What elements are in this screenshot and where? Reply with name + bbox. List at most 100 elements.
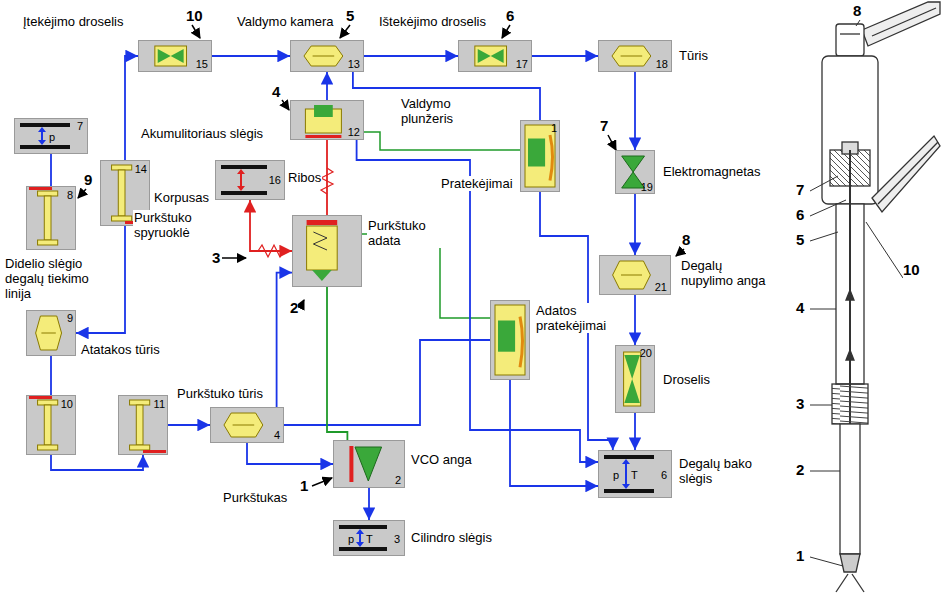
block-icon — [334, 441, 404, 487]
part-label: Korpusas — [153, 190, 210, 205]
part-label: Purkštuko spyruoklė — [133, 210, 231, 240]
block-number: 20 — [640, 347, 652, 359]
model-block: Adatos pratekėjimai — [490, 300, 530, 380]
flow-line — [364, 55, 458, 57]
part-label: Pratekėjimai — [440, 176, 514, 191]
flow-line — [247, 443, 333, 464]
part-label: Purkštuko tūris — [176, 386, 264, 401]
block-number: 14 — [135, 163, 147, 175]
model-block: 8 — [26, 186, 76, 250]
block-number: 7 — [77, 120, 83, 132]
callout-number: 5 — [346, 8, 354, 24]
callout-number: 1 — [796, 548, 804, 564]
model-block: Purkštuko adata — [292, 215, 362, 287]
flow-line — [634, 72, 636, 150]
flow-line — [50, 154, 52, 186]
model-block: pT 6 — [598, 450, 672, 498]
flow-line — [326, 140, 328, 215]
block-number: T — [631, 469, 638, 481]
block-number: 1 — [551, 122, 557, 134]
block-icon — [293, 216, 361, 286]
block-number: 8 — [67, 189, 73, 201]
block-number: p — [49, 131, 55, 143]
part-label: Droselis — [662, 372, 711, 387]
block-number: T — [366, 533, 373, 545]
callout-number: 2 — [290, 300, 298, 316]
callout-number: 6 — [796, 207, 804, 223]
injector-drawing — [822, 2, 940, 592]
callout-number: 8 — [682, 232, 690, 248]
model-block: 11 — [118, 395, 168, 455]
block-number: 17 — [516, 58, 528, 70]
block-number: 16 — [269, 174, 281, 186]
callout-number: 1 — [300, 478, 308, 494]
callout-arrows — [78, 25, 684, 486]
model-block: pT 3 — [333, 520, 405, 556]
part-label: Tūris — [678, 48, 709, 63]
block-number: 18 — [656, 58, 668, 70]
block-number: 4 — [274, 429, 280, 441]
part-label: Ribos — [287, 170, 322, 185]
callout-number: 8 — [853, 3, 861, 19]
part-label: Purkštukas — [222, 490, 288, 505]
model-block: 7p — [14, 118, 88, 154]
model-block: 17 — [458, 40, 532, 72]
block-number: 13 — [348, 58, 360, 70]
callout-number: 6 — [506, 8, 514, 24]
model-block: 2 — [333, 440, 405, 488]
part-label: Atatakos tūris — [80, 342, 161, 357]
flow-line — [284, 340, 490, 425]
model-block: 19 — [615, 150, 655, 194]
block-label: Purkštuko adata — [367, 218, 459, 248]
flow-line — [277, 273, 292, 407]
part-label: Įtekėjimo droselis — [22, 14, 124, 29]
callout-number: 3 — [212, 250, 220, 266]
block-number: 12 — [348, 126, 360, 138]
flow-line — [327, 287, 347, 440]
flow-line — [168, 424, 210, 426]
model-block: 18 — [598, 40, 672, 72]
part-label: Akumulitoriaus slėgis — [140, 126, 264, 141]
block-number: 15 — [196, 58, 208, 70]
part-label: Valdymo plunžeris — [400, 96, 502, 126]
block-number: p — [348, 533, 354, 545]
callout-number: 7 — [796, 182, 804, 198]
flow-line — [212, 55, 290, 57]
block-number: 11 — [154, 398, 165, 410]
callout-number: 10 — [186, 8, 203, 24]
flow-line — [532, 55, 598, 57]
model-block: 4 — [210, 407, 284, 443]
block-number: 2 — [395, 474, 401, 486]
part-label: Didelio slėgio degalų tiekimo linija — [4, 256, 106, 301]
flow-line — [51, 455, 143, 470]
flow-line — [634, 413, 636, 450]
model-block: 1 — [520, 120, 560, 192]
flow-line — [634, 295, 636, 345]
block-label: Adatos pratekėjimai — [535, 303, 623, 333]
part-label: Cilindro slėgis — [410, 530, 493, 545]
model-block: 16 — [215, 160, 285, 200]
model-block: 20 — [615, 345, 655, 413]
callout-number: 9 — [84, 172, 92, 188]
model-block: 13 — [290, 40, 364, 72]
block-number: p — [613, 469, 619, 481]
flow-line — [634, 194, 636, 255]
block-number: 19 — [641, 181, 653, 193]
callout-number: 4 — [272, 84, 280, 100]
callout-number: 10 — [903, 262, 920, 278]
callout-number: 3 — [796, 396, 804, 412]
callout-number: 5 — [796, 232, 804, 248]
part-label: Valdymo kamera — [236, 14, 335, 29]
model-block: 21 — [599, 255, 671, 295]
block-number: 3 — [394, 533, 400, 545]
callout-number: 2 — [796, 462, 804, 478]
block-icon — [211, 408, 283, 442]
block-number: 6 — [661, 469, 667, 481]
model-block: 12 — [290, 100, 364, 140]
model-block: 9 — [26, 310, 76, 356]
model-block: 10 — [26, 395, 76, 455]
callout-number: 7 — [600, 118, 608, 134]
block-number: 21 — [655, 281, 667, 293]
part-label: VCO anga — [410, 452, 473, 467]
